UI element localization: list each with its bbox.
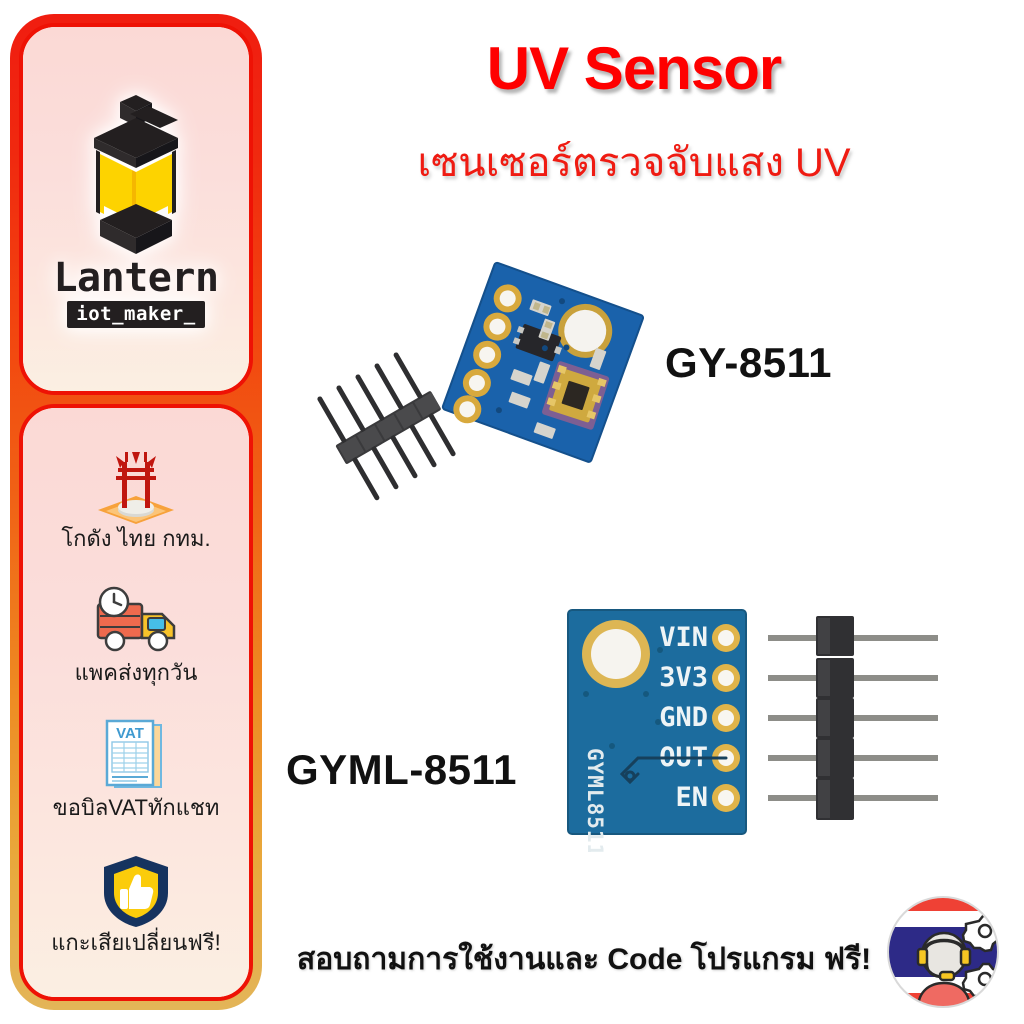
delivery-truck-clock-icon	[88, 582, 184, 660]
pcb-silkscreen: GYML8511	[583, 748, 607, 852]
gy-8511-module-photo	[317, 261, 645, 501]
feature-warranty: แกะเสียเปลี่ยนฟรี!	[51, 852, 221, 955]
product-label-gy8511: GY-8511	[665, 339, 832, 386]
vat-invoice-icon: VAT	[99, 717, 173, 795]
page-subtitle: เซนเซอร์ตรวจจับแสง UV	[417, 141, 851, 185]
lantern-logo-icon	[93, 95, 178, 254]
brand-name: Lantern	[53, 255, 219, 301]
feature-warehouse: โกดัง ไทย กทม.	[61, 448, 211, 551]
shield-thumbs-up-icon	[98, 852, 174, 930]
feature-label: ขอบิลVATทักแชท	[52, 795, 220, 821]
feature-shipping: แพคส่งทุกวัน	[74, 582, 198, 686]
brand-features-card: โกดัง ไทย กทม.	[19, 404, 253, 1001]
brand-sidebar: Lantern iot_maker_	[10, 14, 262, 1010]
brand-tagline: iot_maker_	[67, 301, 205, 328]
feature-label: แพคส่งทุกวัน	[74, 660, 198, 686]
feature-vat: VAT	[52, 717, 220, 821]
pin-label-vin: VIN	[659, 622, 708, 653]
pin-label-3v3: 3V3	[659, 662, 708, 693]
feature-label: แกะเสียเปลี่ยนฟรี!	[51, 930, 221, 956]
brand-logo-card: Lantern iot_maker_	[19, 23, 253, 395]
pin-label-gnd: GND	[659, 702, 708, 733]
pin-header-straight	[768, 616, 938, 820]
thai-flag-support-headset-icon	[887, 896, 999, 1008]
svg-text:VAT: VAT	[116, 725, 144, 742]
brand-logo: Lantern iot_maker_	[53, 94, 219, 328]
feature-label: โกดัง ไทย กทม.	[61, 525, 211, 551]
main-content: UV Sensor เซนเซอร์ตรวจจับแสง UV	[264, 0, 1024, 1024]
pin-label-en: EN	[675, 782, 708, 813]
pin-header-loose	[317, 352, 456, 501]
pcb-board	[441, 261, 645, 463]
giant-swing-warehouse-icon	[94, 448, 178, 526]
page-title: UV Sensor	[486, 35, 782, 102]
pcb-board: GYML8511 VIN 3V3 GND OUT EN	[567, 609, 747, 852]
product-label-gyml8511: GYML-8511	[286, 746, 517, 793]
gyml-8511-module-photo: GYML8511 VIN 3V3 GND OUT EN	[567, 609, 938, 852]
footer-note: สอบถามการใช้งานและ Code โปรแกรม ฟรี!	[296, 943, 872, 976]
